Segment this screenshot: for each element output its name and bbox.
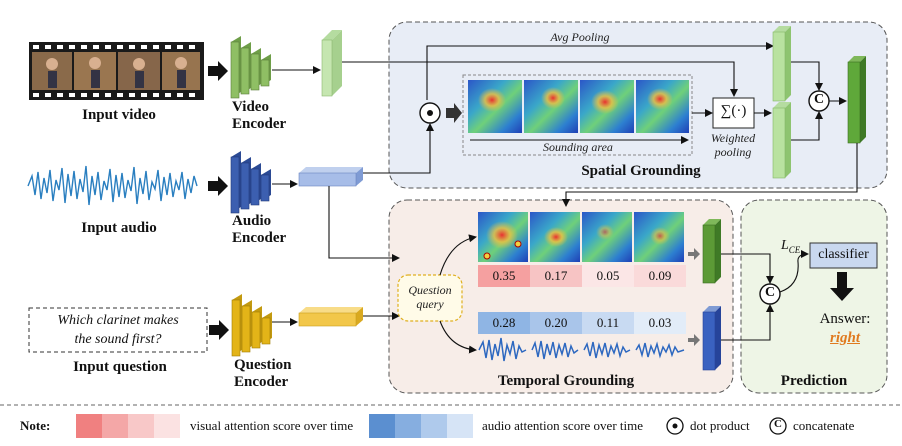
input-video-label: Input video bbox=[82, 107, 156, 123]
visual-score-3: 0.05 bbox=[596, 268, 620, 283]
input-question-label: Input question bbox=[73, 359, 167, 375]
temporal-concat-symbol bbox=[759, 283, 781, 305]
spatial-concat-letter: C bbox=[813, 92, 825, 107]
visual-score-1: 0.35 bbox=[492, 268, 516, 283]
legend-concat-symbol bbox=[769, 417, 787, 435]
visual-score-2: 0.17 bbox=[544, 268, 568, 283]
audio-score-4: 0.03 bbox=[648, 315, 672, 330]
audio-temporal-feature bbox=[702, 306, 721, 371]
weighted-pool-feature bbox=[772, 102, 791, 179]
avg-pooling-label: Avg Pooling bbox=[550, 30, 610, 44]
question-query-label: Question query bbox=[408, 283, 452, 311]
audio-score-1: 0.28 bbox=[492, 315, 516, 330]
question-encoder-block bbox=[231, 294, 272, 357]
legend-note: Note: bbox=[20, 418, 51, 433]
avg-pool-feature bbox=[772, 26, 791, 102]
classifier-box[interactable] bbox=[809, 242, 878, 269]
question-encoder-label: Question Encoder bbox=[234, 357, 292, 390]
question-feature-block bbox=[298, 307, 363, 327]
answer-value: right bbox=[829, 330, 860, 346]
temporal-grounding-title: Temporal Grounding bbox=[497, 373, 635, 389]
input-audio-label: Input audio bbox=[81, 220, 157, 236]
visual-temporal-feature bbox=[702, 219, 721, 284]
legend-dot-text: dot product bbox=[690, 418, 750, 433]
input-video-filmstrip bbox=[29, 42, 204, 100]
visual-score-4: 0.09 bbox=[648, 268, 672, 283]
audio-score-2: 0.20 bbox=[544, 315, 568, 330]
legend-visual-text: visual attention score over time bbox=[190, 418, 354, 433]
audio-encoder-block bbox=[230, 151, 271, 214]
audio-score-cells bbox=[478, 312, 686, 334]
question-query-box bbox=[397, 274, 463, 322]
visual-score-cells bbox=[478, 265, 686, 287]
question-input-arrow bbox=[209, 320, 229, 340]
audio-feature-block bbox=[298, 167, 363, 187]
input-question-box bbox=[28, 307, 208, 353]
prediction-title: Prediction bbox=[780, 373, 848, 389]
video-encoder-block bbox=[230, 36, 271, 99]
video-input-arrow bbox=[208, 61, 228, 81]
legend-audio-swatches bbox=[369, 414, 473, 438]
weighted-pooling-sum bbox=[712, 97, 755, 129]
question-text: Which clarinet makes the sound first? bbox=[57, 313, 179, 347]
audio-input-arrow bbox=[208, 176, 228, 196]
weighted-pooling-label: Weighted pooling bbox=[710, 131, 756, 159]
legend-concat-text: concatenate bbox=[793, 418, 855, 433]
spatial-heatmap-frames bbox=[468, 80, 689, 133]
video-encoder-label: Video Encoder bbox=[232, 99, 287, 132]
classifier-label[interactable]: classifier bbox=[818, 247, 869, 262]
sounding-area-box bbox=[462, 74, 693, 156]
spatial-grounding-title: Spatial Grounding bbox=[581, 163, 701, 179]
input-audio-waveform bbox=[27, 165, 198, 206]
temporal-heatmap-frames bbox=[478, 212, 684, 262]
dot-product-glyph bbox=[425, 104, 435, 122]
answer-label: Answer: bbox=[819, 311, 871, 327]
legend-audio-text: audio attention score over time bbox=[482, 418, 644, 433]
temporal-audio-waveform bbox=[478, 337, 685, 362]
spatial-output-feature bbox=[847, 56, 866, 144]
audio-encoder-label: Audio Encoder bbox=[232, 213, 287, 246]
sum-symbol: ∑(·) bbox=[720, 103, 747, 119]
loss-label: LCE bbox=[781, 238, 801, 255]
sounding-area-label: Sounding area bbox=[543, 140, 613, 154]
audio-score-3: 0.11 bbox=[596, 315, 620, 330]
video-feature-plane bbox=[321, 30, 342, 97]
classifier-output-arrow bbox=[830, 272, 854, 301]
temporal-concat-letter: C bbox=[764, 285, 776, 300]
legend-visual-swatches bbox=[76, 414, 180, 438]
legend-concat-letter: C bbox=[774, 418, 782, 430]
